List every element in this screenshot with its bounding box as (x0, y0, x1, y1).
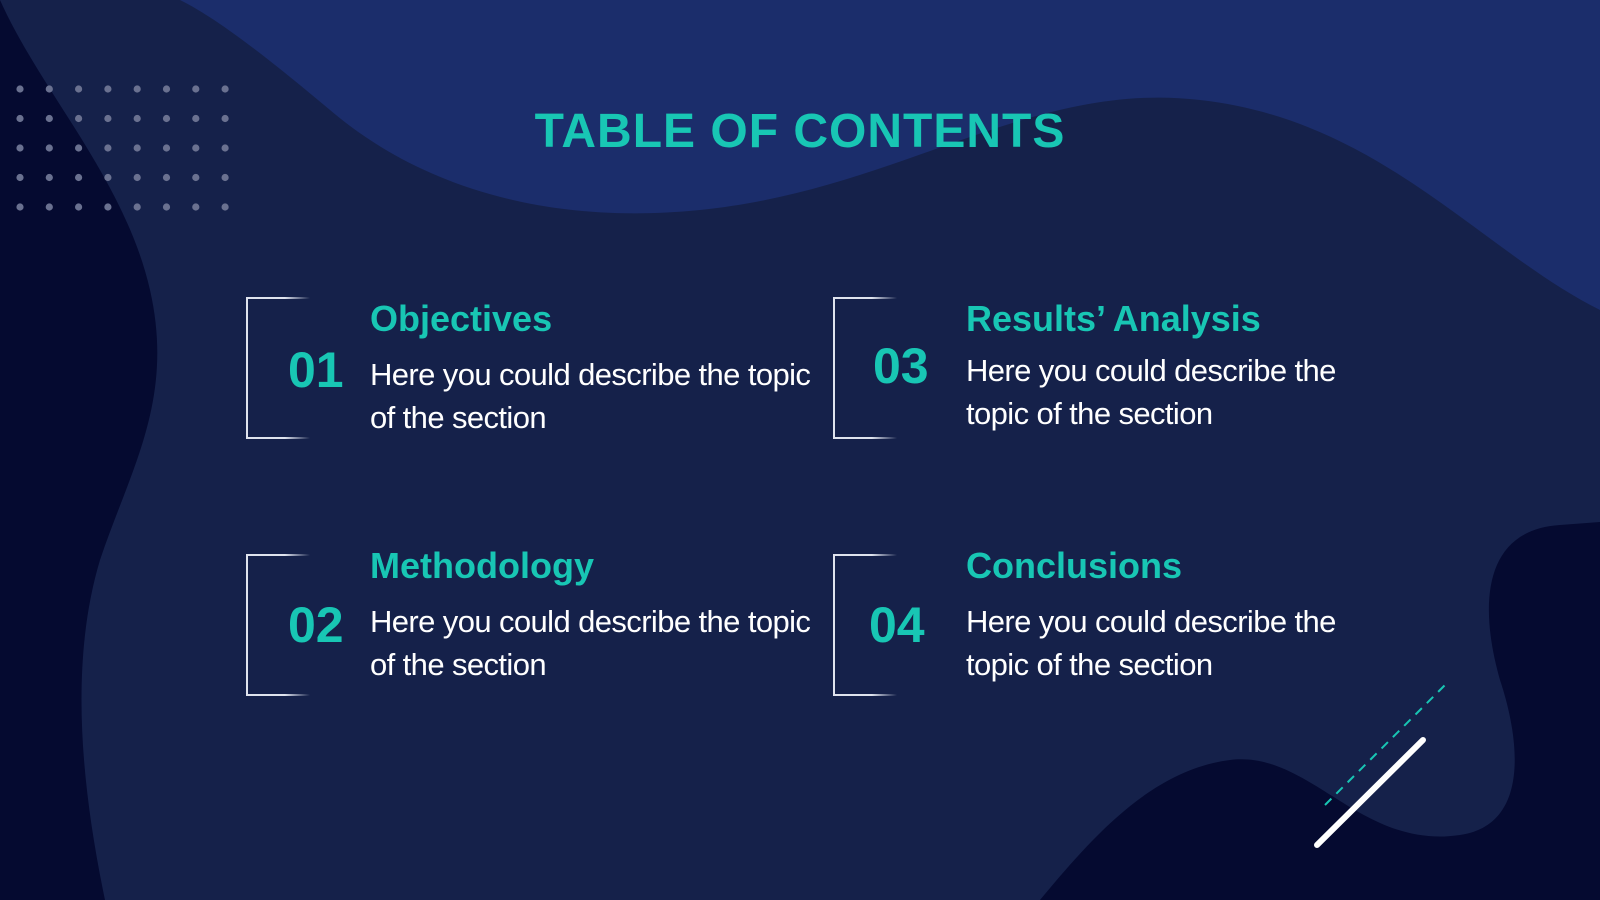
decorative-dot (45, 173, 53, 182)
toc-item-methodology: 02 Methodology Here you could describe t… (246, 546, 846, 704)
decorative-dot (192, 203, 200, 211)
decorative-dot (16, 203, 24, 211)
bottom-right-blob-shape (1040, 522, 1600, 900)
item-description: Here you could describe the topic of the… (966, 604, 1336, 682)
decorative-dot (192, 144, 200, 152)
decorative-dot (104, 114, 112, 123)
decorative-dot (221, 144, 229, 152)
decorative-dot (16, 144, 24, 152)
decorative-dot (104, 144, 112, 152)
item-description: Here you could describe the topic of the… (370, 604, 811, 682)
decorative-dot (162, 203, 171, 211)
decorative-dot (16, 173, 24, 182)
dashed-accent-line (1324, 682, 1448, 806)
decorative-dot (221, 114, 229, 123)
decorative-dot (45, 114, 53, 123)
white-accent-line (1314, 737, 1426, 848)
decorative-dot (45, 85, 53, 93)
toc-item-results-analysis: 03 Results’ Analysis Here you could desc… (833, 297, 1433, 447)
decorative-dot (104, 85, 112, 93)
bracket-frame (246, 297, 310, 439)
decorative-dot (221, 203, 229, 211)
decorative-dot (133, 114, 141, 123)
decorative-dot (162, 85, 171, 93)
bracket-frame (833, 554, 897, 696)
item-title: Results’ Analysis (966, 298, 1261, 339)
decorative-dot (16, 85, 24, 93)
item-title: Methodology (370, 545, 594, 586)
decorative-dot (75, 203, 83, 211)
decorative-dot (45, 144, 53, 152)
decorative-dot (192, 114, 200, 123)
decorative-dot (16, 114, 24, 123)
decorative-dot (45, 203, 53, 211)
decorative-dot (162, 144, 171, 152)
decorative-dot (192, 85, 200, 93)
dot-grid-decoration (16, 85, 229, 211)
decorative-dot (221, 173, 229, 182)
bracket-frame (833, 297, 897, 439)
item-number: 01 (288, 342, 344, 398)
decorative-dot (133, 85, 141, 93)
decorative-dot (104, 203, 112, 211)
item-title: Conclusions (966, 545, 1183, 586)
decorative-dot (133, 203, 141, 211)
decorative-dot (221, 85, 229, 93)
bracket-frame (246, 554, 310, 696)
left-blob-shape (0, 0, 158, 900)
toc-item-objectives: 01 Objectives Here you could describe th… (246, 297, 846, 447)
top-blob-shape (180, 0, 1600, 310)
decorative-dot (75, 173, 83, 182)
decorative-dot (133, 144, 141, 152)
decorative-dot (192, 173, 200, 182)
decorative-dot (162, 173, 171, 182)
item-description: Here you could describe the topic of the… (370, 357, 811, 435)
page-title: TABLE OF CONTENTS (534, 105, 1066, 158)
decorative-dot (75, 85, 83, 93)
item-description: Here you could describe the topic of the… (966, 353, 1336, 431)
decorative-dot (75, 144, 83, 152)
toc-item-conclusions: 04 Conclusions Here you could describe t… (833, 546, 1433, 704)
decorative-dot (104, 173, 112, 182)
item-number: 04 (869, 597, 925, 653)
decorative-dot (162, 114, 171, 123)
item-number: 03 (873, 338, 929, 394)
item-number: 02 (288, 597, 344, 653)
decorative-dot (75, 114, 83, 123)
item-title: Objectives (370, 298, 553, 339)
decorative-dot (133, 173, 141, 182)
